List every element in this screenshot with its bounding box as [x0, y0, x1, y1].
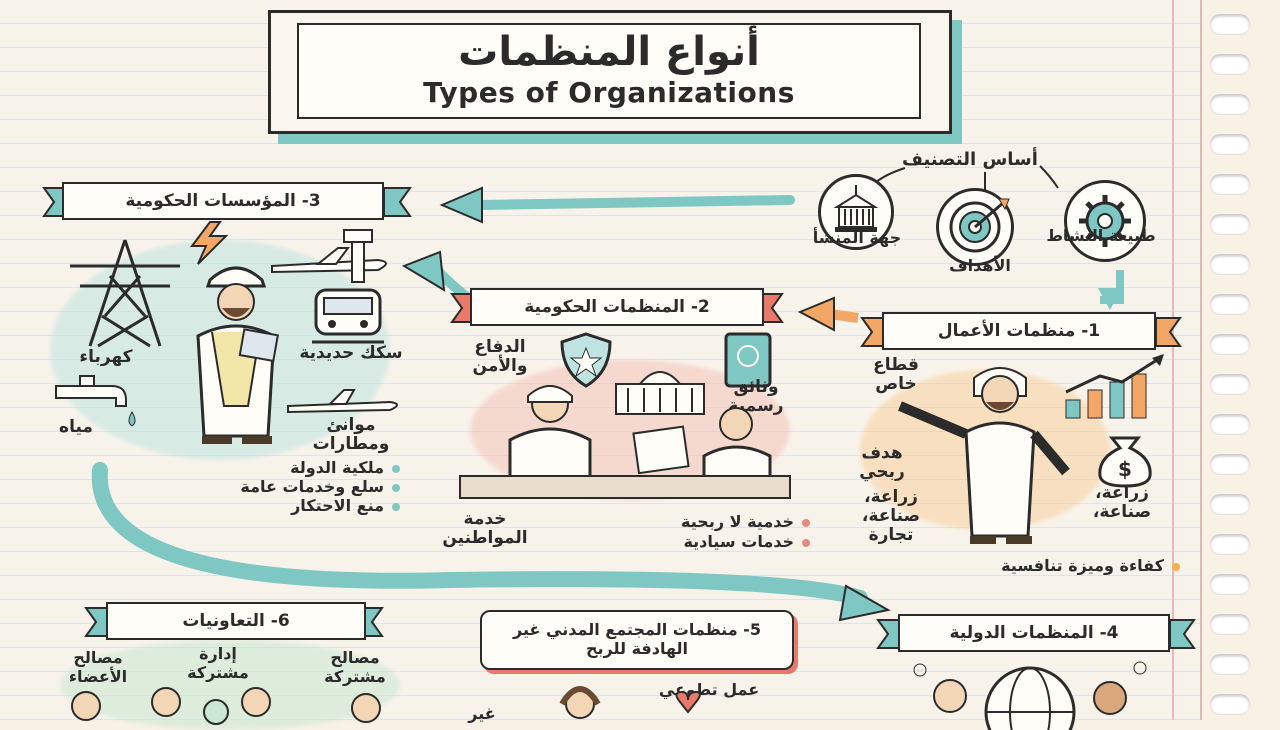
passport-icon: [724, 332, 772, 388]
target-icon: [936, 188, 1014, 266]
inst-bullet-1-text: ملكية الدولة: [290, 458, 384, 477]
airplane-small-icon: [287, 389, 398, 414]
section-4-title: 4- المنظمات الدولية: [898, 614, 1170, 652]
electricity-label: كهرباء: [79, 347, 133, 367]
engineer-figure: [196, 266, 279, 444]
international-scene: [913, 661, 1147, 730]
non-label: غير: [468, 704, 496, 723]
inst-bullet-2-text: سلع وخدمات عامة: [240, 477, 384, 496]
section-5-title: 5- منظمات المجتمع المدني غير الهادفة للر…: [513, 620, 761, 658]
section-1-title: 1- منظمات الأعمال: [882, 312, 1156, 350]
inst-bullet-1: ملكية الدولة: [150, 458, 400, 478]
gov-bullet-2: خدمات سيادية: [560, 532, 810, 552]
government-building-drawing: [615, 371, 705, 415]
business-bullet-1-text: كفاءة وميزة تنافسية: [1001, 556, 1164, 575]
section-2-title: 2- المنظمات الحكومية: [470, 288, 764, 326]
business-bullet-1: كفاءة وميزة تنافسية: [900, 556, 1180, 576]
title-frame: أنواع المنظمات Types of Organizations: [297, 23, 921, 119]
private-sector-label: قطاع خاص: [873, 355, 919, 394]
control-tower-icon: [343, 229, 373, 283]
banner-6-ribbon: [84, 607, 384, 637]
cooperative-people: [71, 687, 381, 725]
banner-4-ribbon: [876, 619, 1196, 649]
profit-goal-label: هدف ربحي: [859, 443, 905, 482]
activities-right-label: زراعة، صناعة،: [1092, 483, 1152, 522]
green-splash: [60, 640, 400, 730]
binder-holes: [1210, 8, 1260, 720]
title-card: أنواع المنظمات Types of Organizations: [268, 10, 952, 134]
gov-bullet-1: خدمية لا ربحية: [560, 512, 810, 532]
common-interests-label: مصالح مشتركة: [324, 648, 386, 686]
gear-icon: [1064, 180, 1146, 262]
meeting-scene: [459, 385, 791, 499]
water-label: مياه: [59, 417, 93, 437]
inst-bullet-2: سلع وخدمات عامة: [150, 477, 400, 497]
defense-label: الدفاع والأمن: [472, 337, 528, 376]
train-icon: [312, 288, 384, 344]
basis-activity-label: طبيعة النشاط: [1046, 226, 1156, 245]
section-5-card: 5- منظمات المجتمع المدني غير الهادفة للر…: [480, 610, 794, 670]
page-margin-line: [1172, 0, 1174, 720]
money-bag-icon: $: [1098, 436, 1152, 488]
basis-origin-label: جهة المنشأ: [812, 228, 902, 247]
gov-bullet-1-text: خدمية لا ربحية: [681, 512, 794, 531]
airplane-icon: [271, 247, 387, 274]
volunteer-scene: [559, 686, 701, 719]
lightning-icon: [190, 221, 229, 265]
electricity-tower-icon: [70, 239, 180, 348]
railways-label: سكك حديدية: [299, 343, 403, 363]
citizen-service-label: خدمة المواطنين: [442, 509, 528, 548]
inst-bullet-3: منع الاحتكار: [150, 496, 400, 516]
member-interests-label: مصالح الأعضاء: [68, 648, 128, 686]
section-3-title: 3- المؤسسات الحكومية: [62, 182, 384, 220]
activities-left-label: زراعة، صناعة، تجارة: [861, 487, 921, 545]
title-arabic: أنواع المنظمات: [458, 29, 760, 75]
government-building-icon: [818, 174, 894, 250]
shield-star-icon: [560, 332, 612, 388]
classification-heading: أساس التصنيف: [902, 149, 1038, 170]
joint-management-label: إدارة مشتركة: [187, 644, 249, 682]
basis-goals-label: الأهداف: [949, 256, 1011, 275]
svg-text:$: $: [1118, 457, 1132, 481]
gov-bullet-2-text: خدمات سيادية: [683, 532, 794, 551]
ports-airports-label: موانئ ومطارات: [312, 415, 390, 454]
water-tap-icon: [55, 375, 136, 427]
businessman-figure: [898, 367, 1070, 544]
section-6-title: 6- التعاونيات: [106, 602, 366, 640]
title-english: Types of Organizations: [423, 76, 795, 109]
growth-chart-icon: [1065, 354, 1164, 419]
inst-bullet-3-text: منع الاحتكار: [291, 496, 384, 515]
